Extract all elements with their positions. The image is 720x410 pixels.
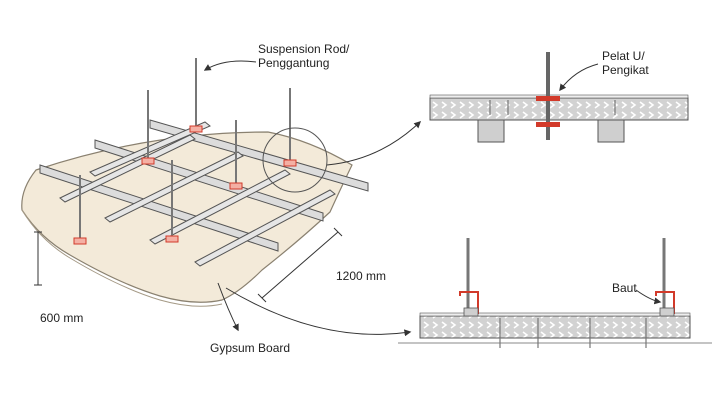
suspension-label-2: Penggantung: [258, 56, 329, 70]
rod-callout-arrow: [203, 60, 257, 71]
bottom-board-section: [419, 315, 691, 339]
dimension-600-label: 600 mm: [40, 311, 83, 325]
top-section-detail: Pelat U/ Pengikat: [429, 49, 689, 143]
top-plate-clip: [536, 96, 560, 101]
plate-label-1: Pelat U/: [602, 49, 645, 63]
gypsum-board-label: Gypsum Board: [210, 341, 290, 355]
gypsum-callout-arrow: [217, 282, 239, 332]
suspension-rods: [79, 58, 291, 240]
bolt-label: Baut: [612, 281, 637, 295]
dimension-1200-label: 1200 mm: [336, 269, 386, 283]
plate-label-2: Pengikat: [602, 63, 649, 77]
red-clips: [73, 125, 297, 245]
detail-zoom-circle: [262, 127, 328, 193]
right-channel: [597, 119, 625, 143]
bottom-section-detail: Baut: [398, 238, 712, 348]
zoom-arrow: [326, 121, 422, 166]
top-board-section: [429, 97, 689, 121]
dimension-1200: [257, 227, 343, 303]
cross-rails: [59, 121, 336, 267]
lower-detail-arrow: [225, 287, 412, 337]
isometric-ceiling: Suspension Rod/ Penggantung 1200 mm 600 …: [21, 42, 422, 355]
bolt-callout-arrow: [635, 289, 662, 305]
plate-callout-arrow: [559, 63, 599, 92]
dimension-600: [34, 231, 42, 286]
left-channel: [477, 119, 505, 143]
suspension-label-1: Suspension Rod/: [258, 42, 350, 56]
